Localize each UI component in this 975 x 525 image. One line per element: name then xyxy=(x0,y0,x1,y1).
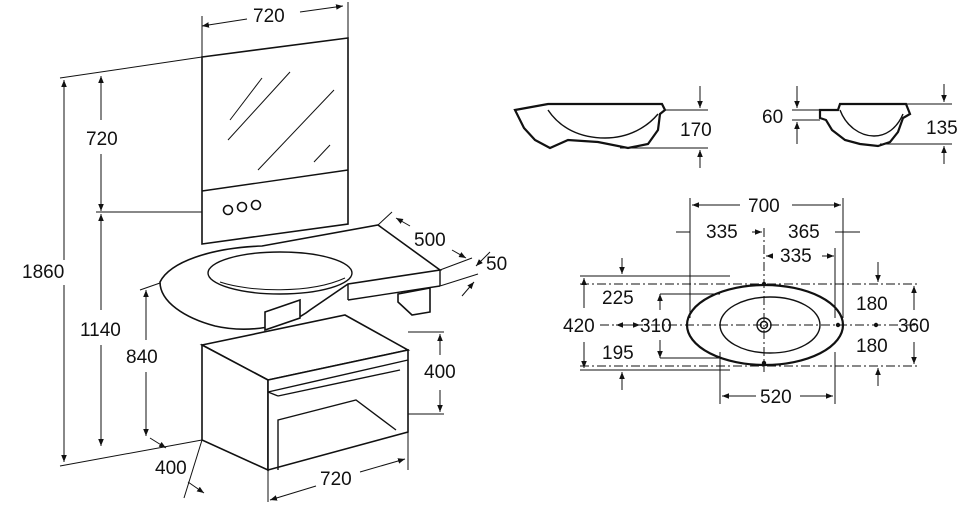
dim-label: 700 xyxy=(748,196,780,217)
dim-label: 225 xyxy=(602,288,634,309)
mirror-panel xyxy=(201,37,349,245)
dim-mirror-width: 720 xyxy=(201,2,349,57)
fixing-point-icon xyxy=(761,360,767,366)
dim-label: 720 xyxy=(320,469,352,490)
top-view: 700 335 365 335 225 420 310 195 180 xyxy=(563,196,930,408)
dim-counter-height: 840 xyxy=(126,290,158,436)
dim-label: 195 xyxy=(602,343,634,364)
dim-counter-depth: 500 xyxy=(377,211,473,271)
dim-label: 335 xyxy=(780,246,812,267)
dim-label: 360 xyxy=(898,316,930,337)
dim-mirror-height: 720 xyxy=(86,76,118,211)
dim-label: 720 xyxy=(253,6,285,27)
dim-label: 840 xyxy=(126,347,158,368)
dim-label: 365 xyxy=(788,222,820,243)
front-view: 720 1860 720 1140 840 xyxy=(22,2,507,502)
dim-label: 335 xyxy=(706,222,738,243)
dim-cabinet-width: 720 xyxy=(267,432,409,502)
dim-label: 420 xyxy=(563,316,595,337)
vanity-countertop xyxy=(159,224,443,332)
dim-basin-height: 1140 xyxy=(80,214,121,446)
side-section-left: 170 xyxy=(513,86,712,168)
control-knob-icon xyxy=(222,204,234,216)
dim-cabinet-depth: 400 xyxy=(149,437,205,499)
dim-label: 310 xyxy=(640,316,672,337)
dim-total-height: 1860 xyxy=(22,80,67,462)
control-knob-icon xyxy=(236,201,248,213)
dim-label: 170 xyxy=(680,120,712,141)
dim-label: 180 xyxy=(856,294,888,315)
dim-label: 135 xyxy=(926,118,958,139)
control-knob-icon xyxy=(250,199,262,211)
side-section-right: 60 135 xyxy=(762,84,958,164)
dim-label: 400 xyxy=(424,362,456,383)
dim-label: 500 xyxy=(414,230,446,251)
dim-label: 1860 xyxy=(22,262,64,283)
dim-cabinet-height: 400 xyxy=(408,331,456,415)
dim-counter-thickness: 50 xyxy=(439,251,507,297)
dim-label: 720 xyxy=(86,129,118,150)
dim-label: 60 xyxy=(762,107,783,128)
dim-label: 180 xyxy=(856,336,888,357)
under-cabinet xyxy=(199,314,411,472)
dim-label: 520 xyxy=(760,387,792,408)
dim-label: 400 xyxy=(155,458,187,479)
dim-label: 1140 xyxy=(80,320,121,341)
dim-label: 50 xyxy=(486,254,507,275)
